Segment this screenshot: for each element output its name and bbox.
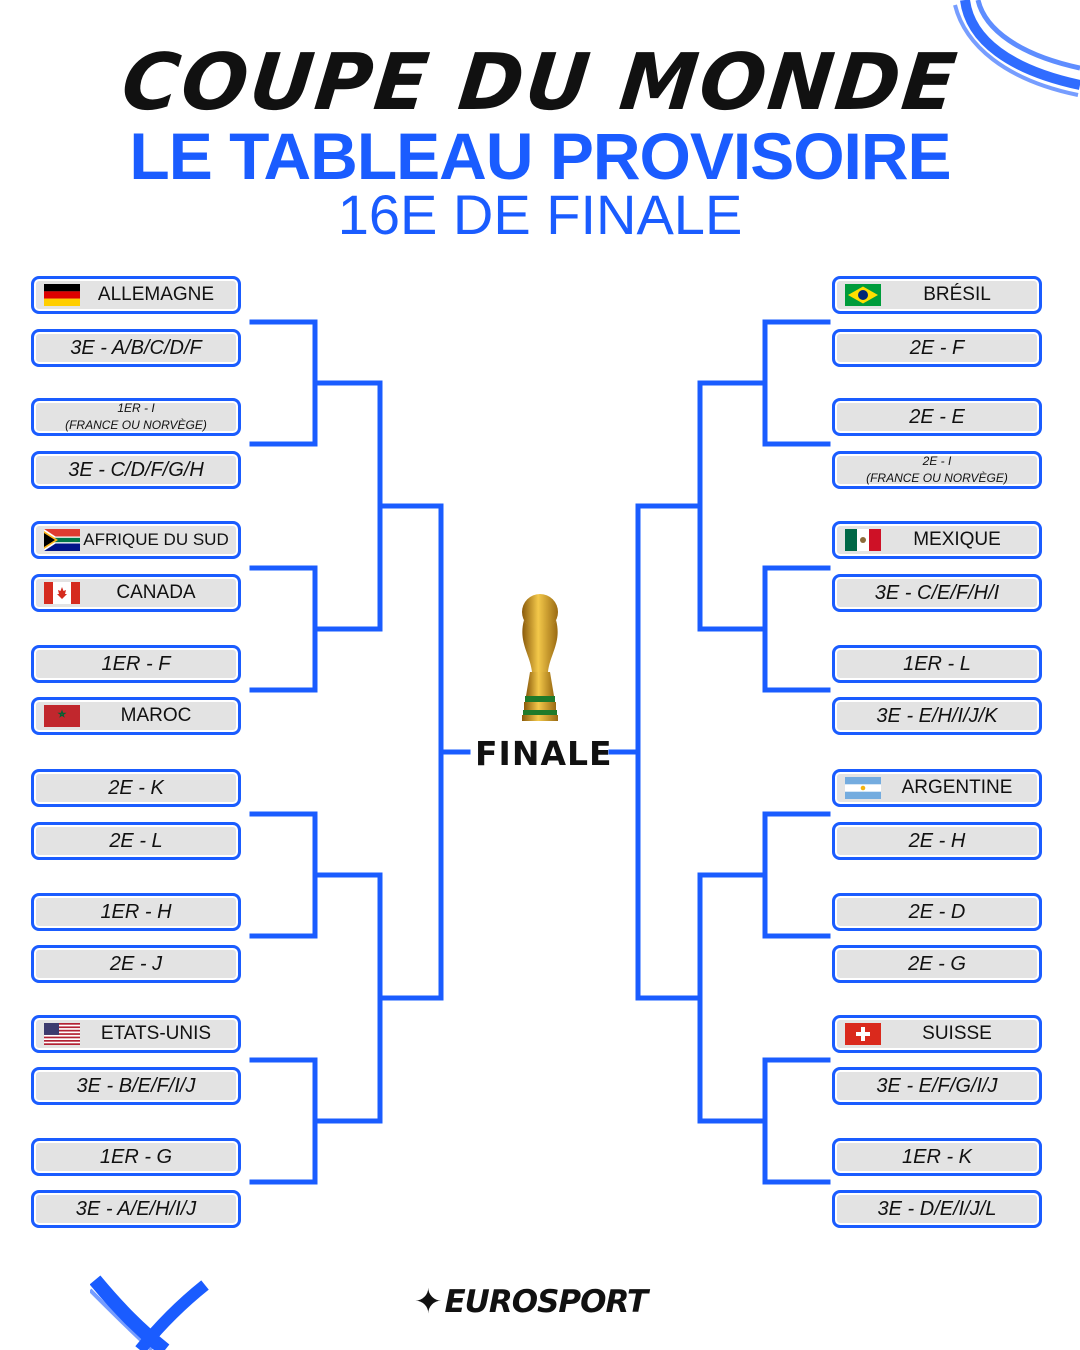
team-name: ETATS-UNIS xyxy=(100,1023,212,1044)
slot-label: 2E - L xyxy=(109,829,163,852)
slot-right-11: 2E - D xyxy=(832,893,1042,931)
slot-label: 2E - H xyxy=(908,829,966,852)
brush-stroke-bottom-left-decoration xyxy=(90,1275,209,1350)
slot-label: 2E - F xyxy=(909,336,965,359)
slot-right-5: MEXIQUE xyxy=(832,521,1042,559)
eurosport-logo: ✦ EUROSPORT xyxy=(414,1282,674,1322)
slot-left-13: ETATS-UNIS xyxy=(31,1015,241,1053)
slot-right-2: 2E - F xyxy=(832,329,1042,367)
team-name: AFRIQUE DU SUD xyxy=(83,530,229,549)
slot-label: 1ER - L xyxy=(903,652,971,675)
slot-left-10: 2E - L xyxy=(31,822,241,860)
canada-flag-icon xyxy=(44,582,80,604)
usa-flag-icon xyxy=(44,1023,80,1045)
round-subtitle: 16E DE FINALE xyxy=(337,183,743,246)
slot-left-11: 1ER - H xyxy=(31,893,241,931)
team-name: MEXIQUE xyxy=(913,529,1001,550)
slot-right-6: 3E - C/E/F/H/I xyxy=(832,574,1042,612)
slot-left-7: 1ER - F xyxy=(31,645,241,683)
slot-label: 3E - E/H/I/J/K xyxy=(876,704,998,727)
morocco-flag-icon xyxy=(44,705,80,727)
slot-label: 1ER - I(FRANCE OU NORVÈGE) xyxy=(65,401,207,432)
eurosport-star-icon: ✦ xyxy=(414,1283,443,1321)
finale-label: FINALE xyxy=(475,734,613,773)
brand-wordmark: EUROSPORT xyxy=(444,1284,649,1320)
slot-left-14: 3E - B/E/F/I/J xyxy=(31,1067,241,1105)
team-name: MAROC xyxy=(120,705,192,726)
slot-label: 1ER - K xyxy=(901,1145,973,1168)
slot-label: 3E - D/E/I/J/L xyxy=(877,1197,997,1220)
slot-right-12: 2E - G xyxy=(832,945,1042,983)
brazil-flag-icon xyxy=(845,284,881,306)
slot-label: 3E - C/E/F/H/I xyxy=(874,581,1000,604)
slot-label: 3E - C/D/F/G/H xyxy=(68,458,204,481)
slot-right-10: 2E - H xyxy=(832,822,1042,860)
slot-label: 2E - G xyxy=(908,952,966,975)
slot-left-6: CANADA xyxy=(31,574,241,612)
slot-right-16: 3E - D/E/I/J/L xyxy=(832,1190,1042,1228)
slot-left-4: 3E - C/D/F/G/H xyxy=(31,451,241,489)
slot-left-3: 1ER - I(FRANCE OU NORVÈGE) xyxy=(31,398,241,436)
slot-left-12: 2E - J xyxy=(31,945,241,983)
argentina-flag-icon xyxy=(845,777,881,799)
slot-label: 2E - I(FRANCE OU NORVÈGE) xyxy=(866,454,1008,485)
slot-label: 1ER - H xyxy=(100,900,172,923)
germany-flag-icon xyxy=(44,284,80,306)
brush-stroke-top-right-decoration xyxy=(953,0,1080,97)
team-name: CANADA xyxy=(116,582,196,603)
slot-left-8: MAROC xyxy=(31,697,241,735)
switzerland-flag-icon xyxy=(845,1023,881,1045)
slot-left-16: 3E - A/E/H/I/J xyxy=(31,1190,241,1228)
slot-right-14: 3E - E/F/G/I/J xyxy=(832,1067,1042,1105)
slot-right-13: SUISSE xyxy=(832,1015,1042,1053)
slot-right-7: 1ER - L xyxy=(832,645,1042,683)
team-name: SUISSE xyxy=(922,1023,992,1044)
slot-label: 2E - J xyxy=(109,952,163,975)
slot-left-9: 2E - K xyxy=(31,769,241,807)
mexico-flag-icon xyxy=(845,529,881,551)
slot-right-4: 2E - I(FRANCE OU NORVÈGE) xyxy=(832,451,1042,489)
slot-label: 2E - E xyxy=(909,405,965,428)
slot-label: 3E - B/E/F/I/J xyxy=(76,1074,196,1097)
slot-label: 3E - A/E/H/I/J xyxy=(75,1197,197,1220)
slot-right-9: ARGENTINE xyxy=(832,769,1042,807)
slot-right-15: 1ER - K xyxy=(832,1138,1042,1176)
slot-left-1: ALLEMAGNE xyxy=(31,276,241,314)
slot-label: 1ER - F xyxy=(101,652,171,675)
slot-left-2: 3E - A/B/C/D/F xyxy=(31,329,241,367)
slot-label: 3E - E/F/G/I/J xyxy=(876,1074,998,1097)
slot-left-15: 1ER - G xyxy=(31,1138,241,1176)
team-name: ARGENTINE xyxy=(901,777,1013,798)
slot-label: 2E - K xyxy=(108,776,164,799)
south-africa-flag-icon xyxy=(44,529,80,551)
team-name: BRÉSIL xyxy=(923,284,991,305)
slot-label: 3E - A/B/C/D/F xyxy=(70,336,202,359)
slot-label: 1ER - G xyxy=(99,1145,173,1168)
team-name: ALLEMAGNE xyxy=(97,284,215,305)
slot-right-1: BRÉSIL xyxy=(832,276,1042,314)
slot-label: 2E - D xyxy=(908,900,966,923)
world-cup-trophy-icon xyxy=(522,594,558,721)
slot-right-3: 2E - E xyxy=(832,398,1042,436)
slot-right-8: 3E - E/H/I/J/K xyxy=(832,697,1042,735)
slot-left-5: AFRIQUE DU SUD xyxy=(31,521,241,559)
main-title: LE TABLEAU PROVISOIRE xyxy=(129,119,951,193)
